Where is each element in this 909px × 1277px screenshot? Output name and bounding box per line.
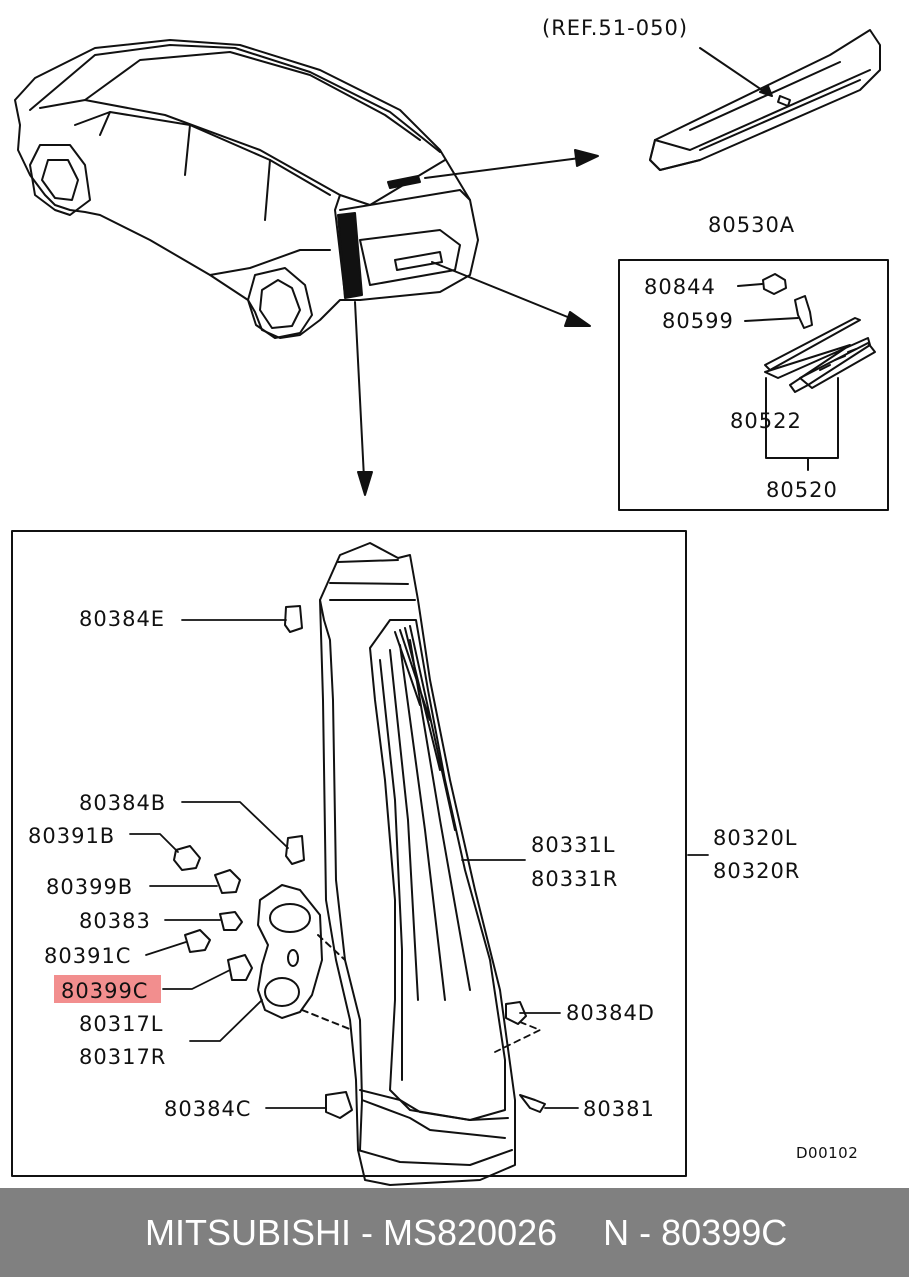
position-prefix: N <box>603 1211 630 1253</box>
label-80331R: 80331R <box>531 867 618 891</box>
highlighted-part-label <box>54 975 161 1003</box>
parts-diagram: (REF.51-050) 80530A 80844 80599 80522 80… <box>11 16 889 1186</box>
footer-separator: - <box>351 1211 384 1253</box>
stop-lamp-kit-box <box>618 259 889 511</box>
label-80399B: 80399B <box>46 875 133 899</box>
label-80391C: 80391C <box>44 944 131 968</box>
label-80399C: 80399C <box>61 979 148 1003</box>
leader-lines <box>129 619 709 1109</box>
label-80844: 80844 <box>644 275 716 299</box>
rear-spoiler-illustration <box>649 29 881 171</box>
label-80383: 80383 <box>79 909 151 933</box>
tail-lamp-box <box>11 530 687 1177</box>
lamp-gasket <box>257 884 353 1031</box>
part-number: MS820026 <box>383 1211 558 1253</box>
label-80522: 80522 <box>730 409 802 433</box>
part-info-footer: MITSUBISHI - MS820026 N - 80399C <box>0 1188 909 1277</box>
label-80317L: 80317L <box>79 1012 164 1036</box>
reference-label: (REF.51-050) <box>542 16 688 40</box>
label-80331L: 80331L <box>531 833 616 857</box>
label-80520: 80520 <box>766 478 838 502</box>
vehicle-illustration <box>14 39 479 339</box>
label-80320L: 80320L <box>713 826 798 850</box>
footer-separator-2: - <box>629 1211 662 1253</box>
position-number: 80399C <box>661 1211 788 1253</box>
label-80599: 80599 <box>662 309 734 333</box>
pointer-arrows <box>354 149 599 496</box>
tail-lamp-assembly <box>319 542 516 1186</box>
label-80391B: 80391B <box>28 824 115 848</box>
high-mount-stop-lamp <box>737 273 876 471</box>
label-80384E: 80384E <box>79 607 165 631</box>
label-80384D: 80384D <box>566 1001 655 1025</box>
label-80384C: 80384C <box>164 1097 251 1121</box>
label-80320R: 80320R <box>713 859 800 883</box>
label-80530A: 80530A <box>708 213 795 237</box>
small-parts <box>173 605 546 1119</box>
label-80317R: 80317R <box>79 1045 166 1069</box>
diagram-code: D00102 <box>796 1144 858 1162</box>
label-80384B: 80384B <box>79 791 166 815</box>
label-80381: 80381 <box>583 1097 655 1121</box>
brand-name: MITSUBISHI <box>145 1211 352 1253</box>
